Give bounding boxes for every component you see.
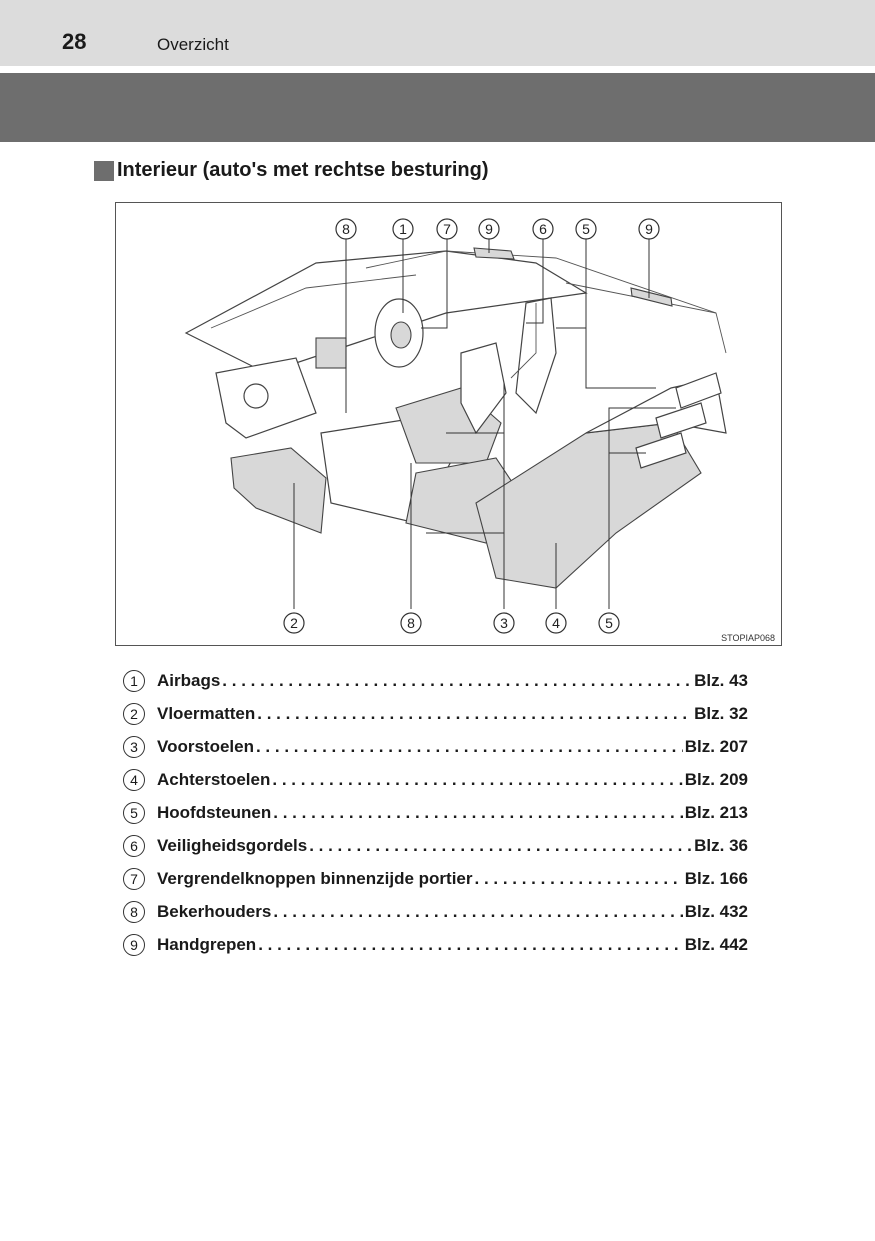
callout-top-2: 1 xyxy=(392,218,414,240)
rear-headrest-1 xyxy=(675,372,722,409)
item-number: 6 xyxy=(123,834,145,857)
item-page: Blz. 207 xyxy=(684,736,748,756)
svg-text:1: 1 xyxy=(399,221,407,237)
list-item: 4 Achterstoelen Blz. 209 xyxy=(123,763,748,796)
item-label: Veiligheidsgordels xyxy=(157,835,308,855)
list-item: 8 Bekerhouders Blz. 432 xyxy=(123,895,748,928)
speaker xyxy=(243,383,269,409)
grab-handle-1 xyxy=(473,247,515,260)
list-item: 6 Veiligheidsgordels Blz. 36 xyxy=(123,829,748,862)
steering-hub xyxy=(390,321,412,349)
leader-dots xyxy=(475,869,683,889)
svg-text:7: 7 xyxy=(443,221,451,237)
callout-top-1: 8 xyxy=(335,218,357,240)
item-page: Blz. 213 xyxy=(684,802,748,822)
car-interior-drawing: 8 1 7 9 6 5 9 2 8 3 4 5 xyxy=(184,218,727,634)
svg-text:5: 5 xyxy=(605,615,613,631)
dash-line xyxy=(210,274,417,329)
center-screen xyxy=(315,337,347,369)
callout-top-3: 7 xyxy=(436,218,458,240)
seat-belt xyxy=(510,303,537,379)
item-label: Vergrendelknoppen binnenzijde portier xyxy=(157,868,473,888)
header-band xyxy=(0,73,875,142)
section-name: Overzicht xyxy=(157,35,229,54)
leader-dots xyxy=(272,770,682,790)
leader-dots xyxy=(222,671,692,691)
page-number: 28 xyxy=(62,29,87,54)
svg-text:4: 4 xyxy=(552,615,560,631)
leader-dots xyxy=(257,704,692,724)
item-number: 7 xyxy=(123,867,145,890)
item-label: Bekerhouders xyxy=(157,901,272,921)
leader-dots xyxy=(309,836,692,856)
svg-text:6: 6 xyxy=(539,221,547,237)
item-number: 4 xyxy=(123,768,145,791)
leader-lines xyxy=(293,239,676,609)
page-header: 28 Overzicht xyxy=(0,0,875,66)
svg-text:8: 8 xyxy=(342,221,350,237)
callout-bottom-2: 8 xyxy=(400,612,422,634)
svg-text:3: 3 xyxy=(500,615,508,631)
rear-headrest-3 xyxy=(635,432,687,469)
item-label: Hoofdsteunen xyxy=(157,802,272,822)
list-item: 3 Voorstoelen Blz. 207 xyxy=(123,730,748,763)
item-label: Achterstoelen xyxy=(157,769,271,789)
leader-dots xyxy=(273,902,682,922)
svg-text:2: 2 xyxy=(290,615,298,631)
section-title-text: Interieur (auto's met rechtse besturing) xyxy=(117,159,489,181)
callout-top-5: 6 xyxy=(532,218,554,240)
item-page: Blz. 43 xyxy=(694,670,748,690)
callout-top-7: 9 xyxy=(638,218,660,240)
item-page: Blz. 166 xyxy=(684,868,748,888)
item-label: Handgrepen xyxy=(157,934,257,954)
item-page: Blz. 432 xyxy=(684,901,748,921)
floor-mat xyxy=(230,447,327,534)
item-number: 5 xyxy=(123,801,145,824)
svg-text:9: 9 xyxy=(645,221,653,237)
callout-bottom-5: 5 xyxy=(598,612,620,634)
item-label: Vloermatten xyxy=(157,703,256,723)
list-item: 1 Airbags Blz. 43 xyxy=(123,664,748,697)
item-page: Blz. 209 xyxy=(684,769,748,789)
callout-bottom-1: 2 xyxy=(283,612,305,634)
leader-dots xyxy=(258,935,683,955)
figure-code: STOPIAP068 xyxy=(721,633,775,643)
title-square-icon xyxy=(94,160,114,181)
list-item: 2 Vloermatten Blz. 32 xyxy=(123,697,748,730)
item-page: Blz. 36 xyxy=(694,835,748,855)
callout-bottom-4: 4 xyxy=(545,612,567,634)
svg-text:8: 8 xyxy=(407,615,415,631)
roof-line xyxy=(365,250,727,354)
leader-dots xyxy=(256,737,683,757)
svg-text:5: 5 xyxy=(582,221,590,237)
svg-text:9: 9 xyxy=(485,221,493,237)
item-number: 1 xyxy=(123,669,145,692)
item-page: Blz. 442 xyxy=(684,934,748,954)
callout-bottom-3: 3 xyxy=(493,612,515,634)
item-label: Voorstoelen xyxy=(157,736,254,756)
leader-dots xyxy=(273,803,682,823)
interior-illustration: 8 1 7 9 6 5 9 2 8 3 4 5 STOPIAP068 xyxy=(115,202,782,646)
front-seat-back-right xyxy=(515,297,557,415)
list-item: 7 Vergrendelknoppen binnenzijde portier … xyxy=(123,862,748,895)
list-item: 5 Hoofdsteunen Blz. 213 xyxy=(123,796,748,829)
item-label: Airbags xyxy=(157,670,221,690)
item-list: 1 Airbags Blz. 43 2 Vloermatten Blz. 32 … xyxy=(123,664,748,961)
item-number: 9 xyxy=(123,933,145,956)
item-number: 3 xyxy=(123,735,145,758)
list-item: 9 Handgrepen Blz. 442 xyxy=(123,928,748,961)
item-number: 8 xyxy=(123,900,145,923)
callout-top-6: 5 xyxy=(575,218,597,240)
item-page: Blz. 32 xyxy=(694,703,748,723)
item-number: 2 xyxy=(123,702,145,725)
callout-top-4: 9 xyxy=(478,218,500,240)
section-title: Interieur (auto's met rechtse besturing) xyxy=(94,159,489,182)
front-seat-back-left xyxy=(460,342,507,435)
rear-headrest-2 xyxy=(655,402,707,439)
grab-handle-2 xyxy=(630,287,673,307)
